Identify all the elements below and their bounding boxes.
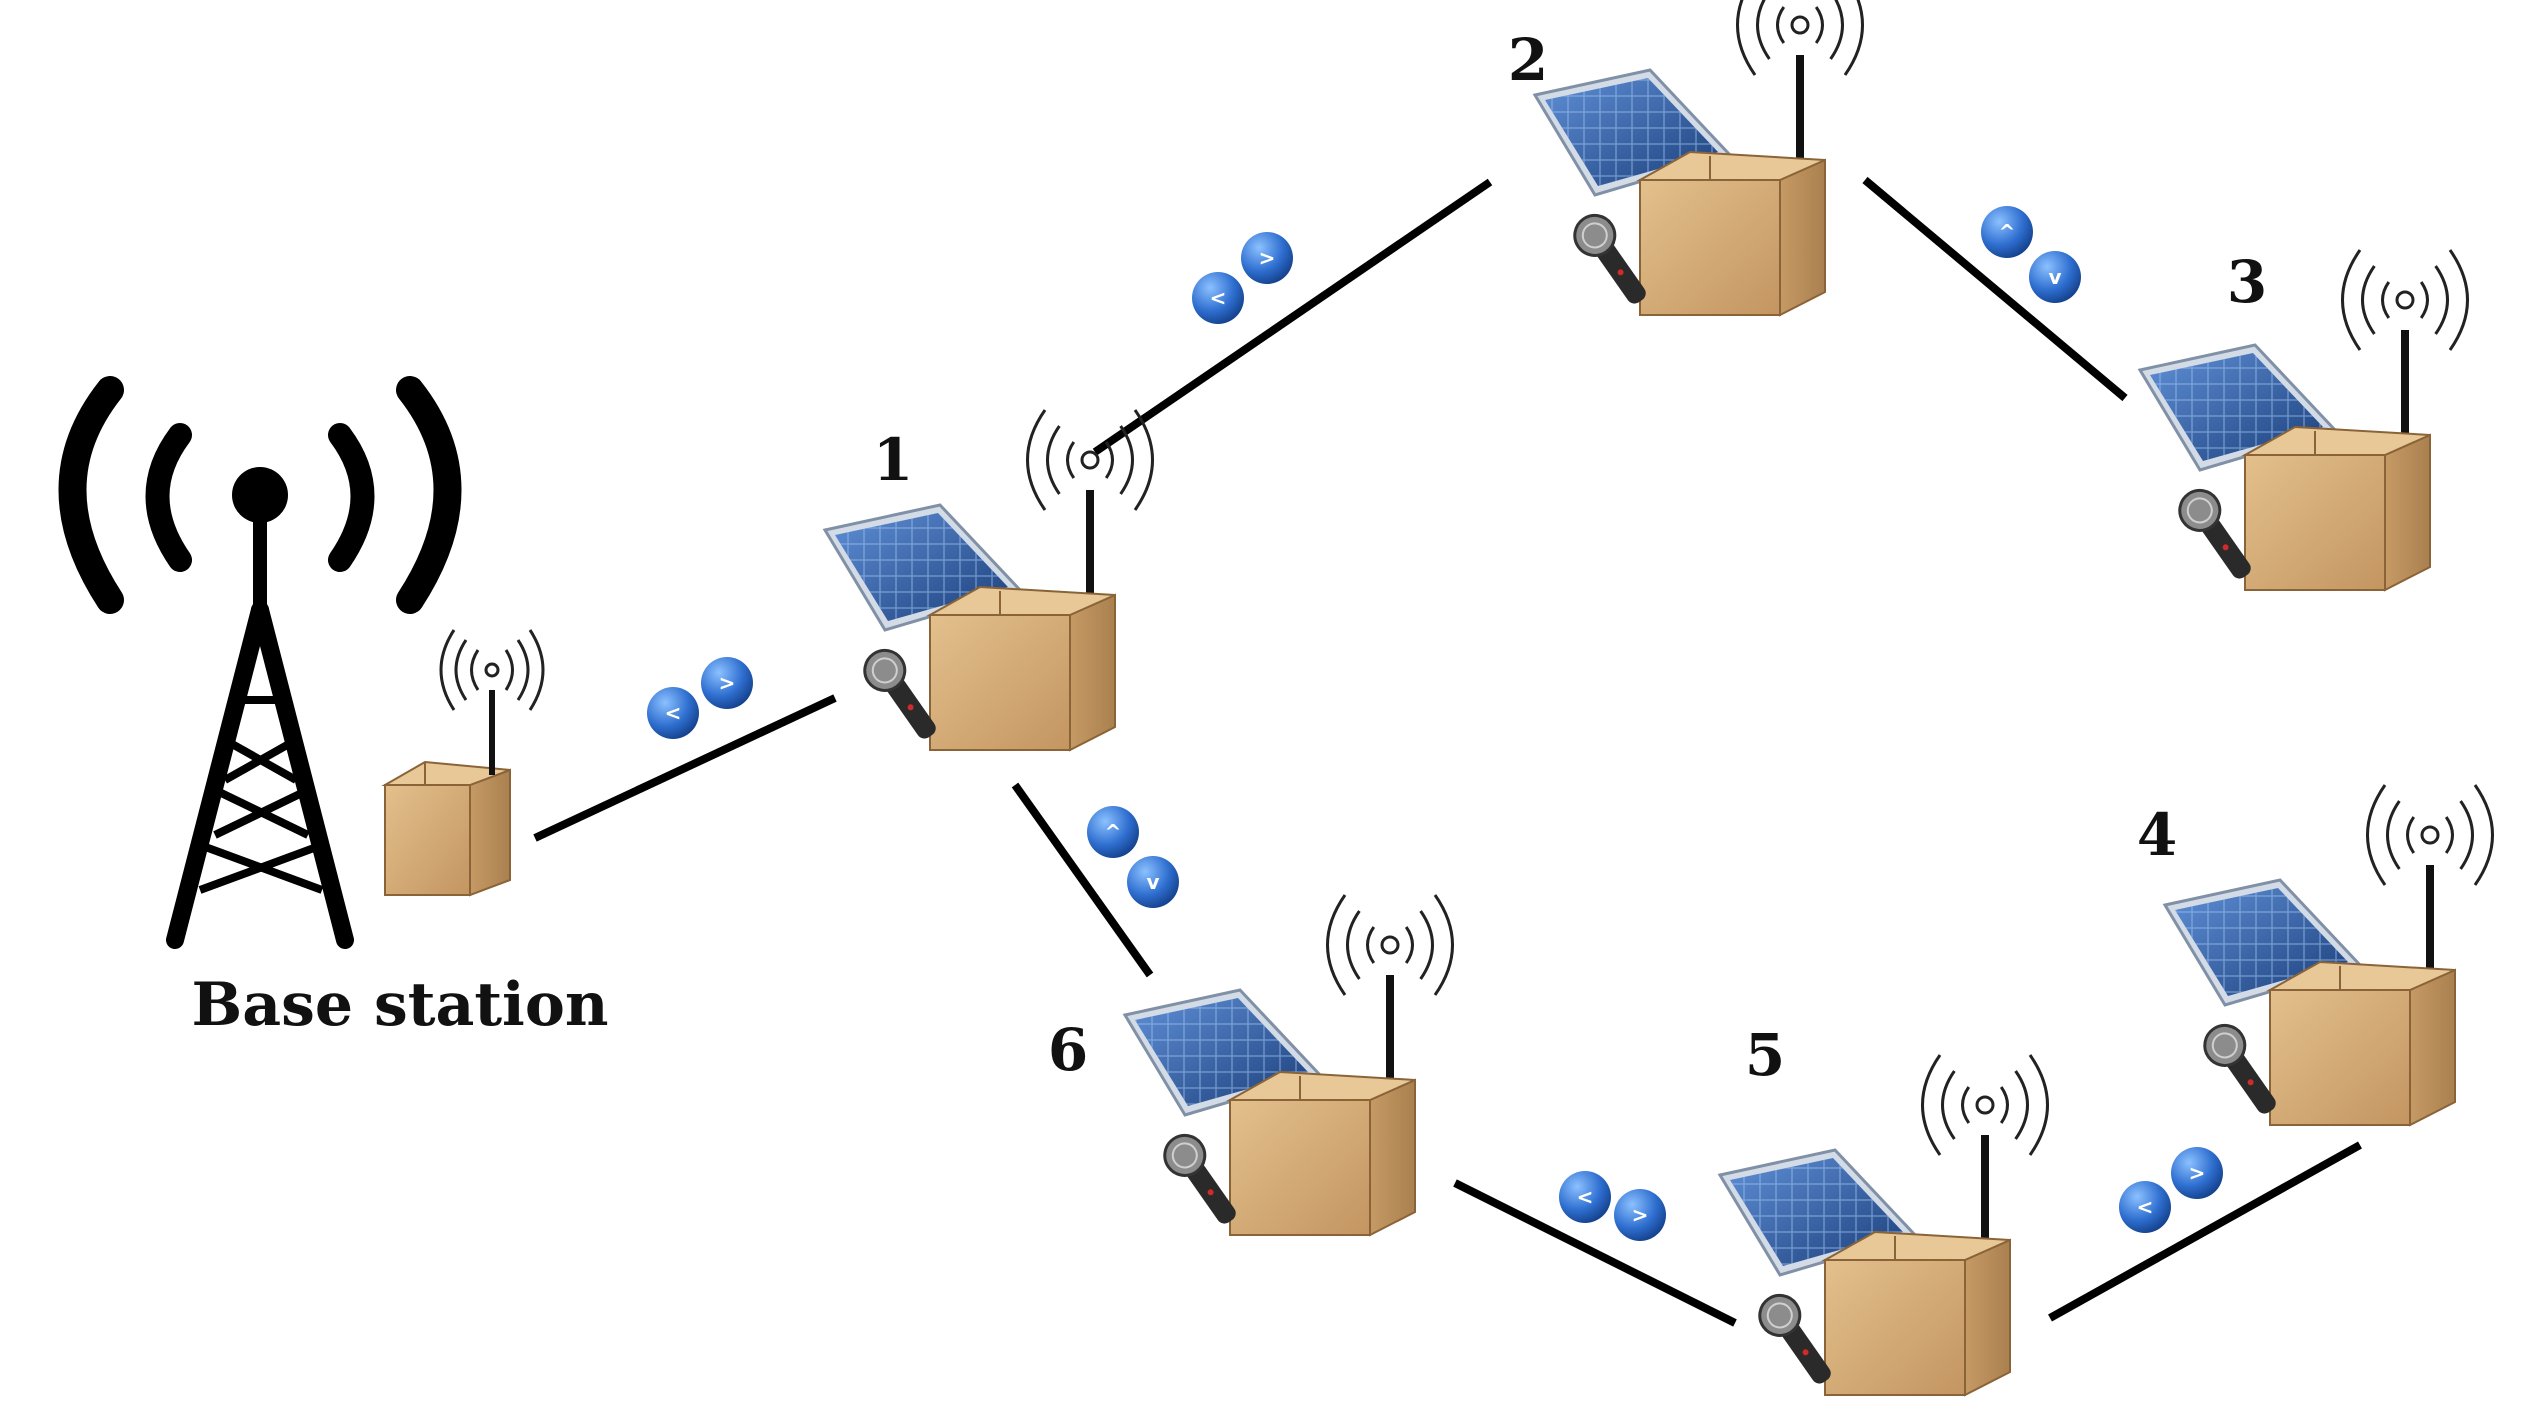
svg-text:>: >: [1632, 1203, 1649, 1227]
sensor-node-1: 1: [822, 409, 1154, 752]
packet-pair-6-5: < >: [1559, 1171, 1666, 1241]
data-packet-icon: [2029, 251, 2081, 303]
link-2-3: [1862, 176, 2128, 402]
data-packet-icon: [647, 687, 699, 739]
svg-text:^: ^: [1105, 820, 1122, 844]
data-packet-icon: [1192, 272, 1244, 324]
base-station-label: Base station: [192, 970, 609, 1040]
sensor-node-5: 5: [1717, 1021, 2049, 1397]
sensor-node-3: 3: [2137, 248, 2469, 592]
svg-text:v: v: [2048, 265, 2061, 289]
microphone-icon: [863, 648, 936, 739]
antenna-icon: [2341, 249, 2469, 460]
base-station: Base station: [58, 376, 609, 1040]
links: [533, 176, 2362, 1327]
sensor-node-6: 6: [1048, 894, 1454, 1237]
sensor-box-icon: [2266, 960, 2456, 1127]
link-1-6: [1011, 782, 1154, 978]
svg-text:>: >: [1259, 246, 1276, 270]
microphone-icon: [2178, 488, 2251, 579]
packet-pair-5-4: < >: [2119, 1147, 2223, 1233]
packet-pair-base-1: < >: [647, 657, 753, 739]
node-label-1: 1: [873, 426, 913, 494]
svg-text:v: v: [1146, 870, 1159, 894]
radio-tower-icon: [58, 376, 462, 949]
antenna-icon: [1026, 409, 1154, 620]
svg-text:>: >: [2189, 1161, 2206, 1185]
svg-text:^: ^: [1999, 220, 2016, 244]
node-label-2: 2: [1508, 26, 1548, 94]
svg-text:<: <: [665, 701, 682, 725]
packets: < > < > ^ v ^ v < >: [647, 206, 2223, 1241]
sensor-box-icon: [1226, 1070, 1416, 1237]
link-1-2: [1092, 178, 1493, 456]
sensor-node-4: 4: [2137, 784, 2494, 1127]
data-packet-icon: [1241, 232, 1293, 284]
svg-text:<: <: [1210, 286, 1227, 310]
link-6-5: [1453, 1179, 1737, 1327]
data-packet-icon: [1559, 1171, 1611, 1223]
antenna-icon: [1326, 894, 1454, 1105]
node-label-6: 6: [1048, 1016, 1088, 1084]
svg-text:<: <: [1577, 1185, 1594, 1209]
sensor-nodes: 1 2 3 4 5 6: [822, 0, 2494, 1397]
packet-pair-1-2: < >: [1192, 232, 1293, 324]
sensor-box-icon: [2241, 425, 2431, 592]
sensor-box-icon: [926, 585, 1116, 752]
data-packet-icon: [1087, 806, 1139, 858]
antenna-icon: [2366, 784, 2494, 995]
microphone-icon: [1573, 213, 1646, 304]
sensor-node-2: 2: [1508, 0, 1864, 317]
link-base-1: [533, 694, 837, 842]
data-packet-icon: [701, 657, 753, 709]
node-label-4: 4: [2137, 801, 2177, 869]
microphone-icon: [1163, 1133, 1236, 1224]
sensor-box-icon: [381, 760, 511, 897]
antenna-icon: [439, 629, 545, 775]
svg-text:<: <: [2137, 1195, 2154, 1219]
microphone-icon: [2203, 1023, 2276, 1114]
microphone-icon: [1758, 1293, 1831, 1384]
node-label-3: 3: [2227, 248, 2267, 316]
packet-pair-2-3: ^ v: [1981, 206, 2081, 303]
sensor-box-icon: [1636, 150, 1826, 317]
sensor-box-icon: [1821, 1230, 2011, 1397]
data-packet-icon: [1127, 856, 1179, 908]
data-packet-icon: [2171, 1147, 2223, 1199]
data-packet-icon: [1614, 1189, 1666, 1241]
data-packet-icon: [2119, 1181, 2171, 1233]
link-5-4: [2048, 1141, 2362, 1322]
packet-pair-1-6: ^ v: [1087, 806, 1179, 908]
data-packet-icon: [1981, 206, 2033, 258]
node-label-5: 5: [1745, 1021, 1785, 1089]
antenna-icon: [1921, 1054, 2049, 1265]
svg-text:>: >: [719, 671, 736, 695]
